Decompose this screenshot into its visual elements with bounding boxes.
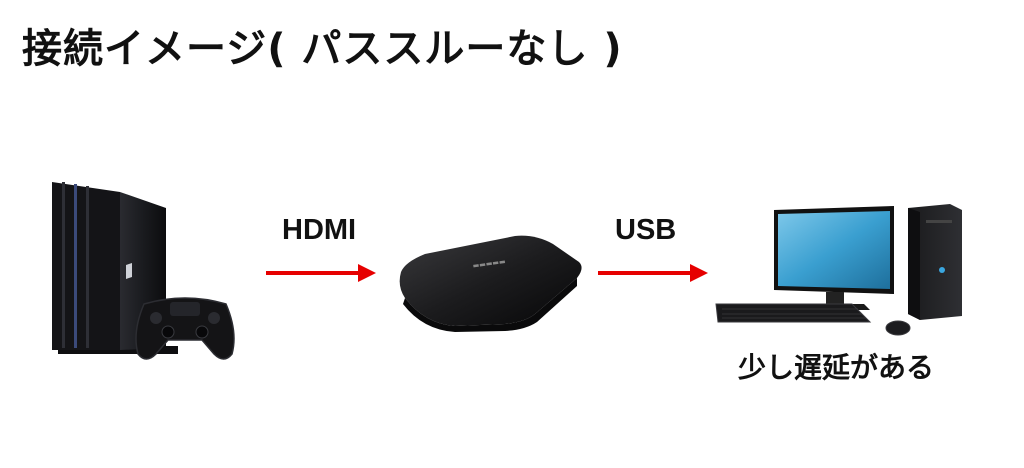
controller-icon (135, 297, 235, 360)
usb-label: USB (615, 214, 677, 246)
hdmi-label: HDMI (282, 214, 357, 246)
desktop-pc-icon (715, 204, 962, 336)
pc-caption: 少し遅延がある (738, 351, 935, 384)
capture-device-icon: ▬▬▬▬▬ (399, 235, 582, 332)
arrow-icon (598, 264, 708, 282)
diagram-title: 接続イメージ( パススルーなし ) (22, 26, 623, 72)
arrow-icon (266, 264, 376, 282)
